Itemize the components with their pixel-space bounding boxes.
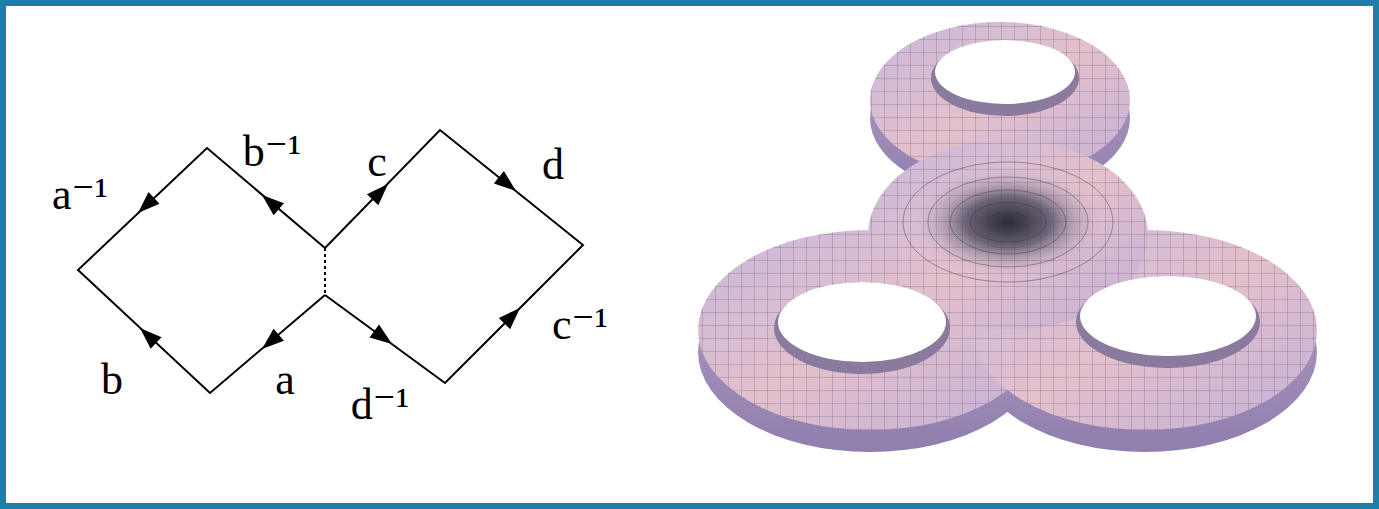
- frame-border: [3, 3, 1376, 506]
- edge-label: c⁻¹: [552, 303, 608, 347]
- edge-label: c: [367, 140, 387, 184]
- edge-label: a⁻¹: [52, 173, 108, 217]
- fundamental-polygon: [78, 130, 583, 393]
- edge-arrowheads: [133, 171, 526, 355]
- edge-label: b⁻¹: [243, 130, 301, 174]
- edge-label: a: [275, 358, 295, 402]
- edge-label: d⁻¹: [351, 383, 409, 427]
- genus-three-surface: [690, 15, 1330, 455]
- edge-label: b: [101, 358, 123, 402]
- edge-label: d: [542, 143, 564, 187]
